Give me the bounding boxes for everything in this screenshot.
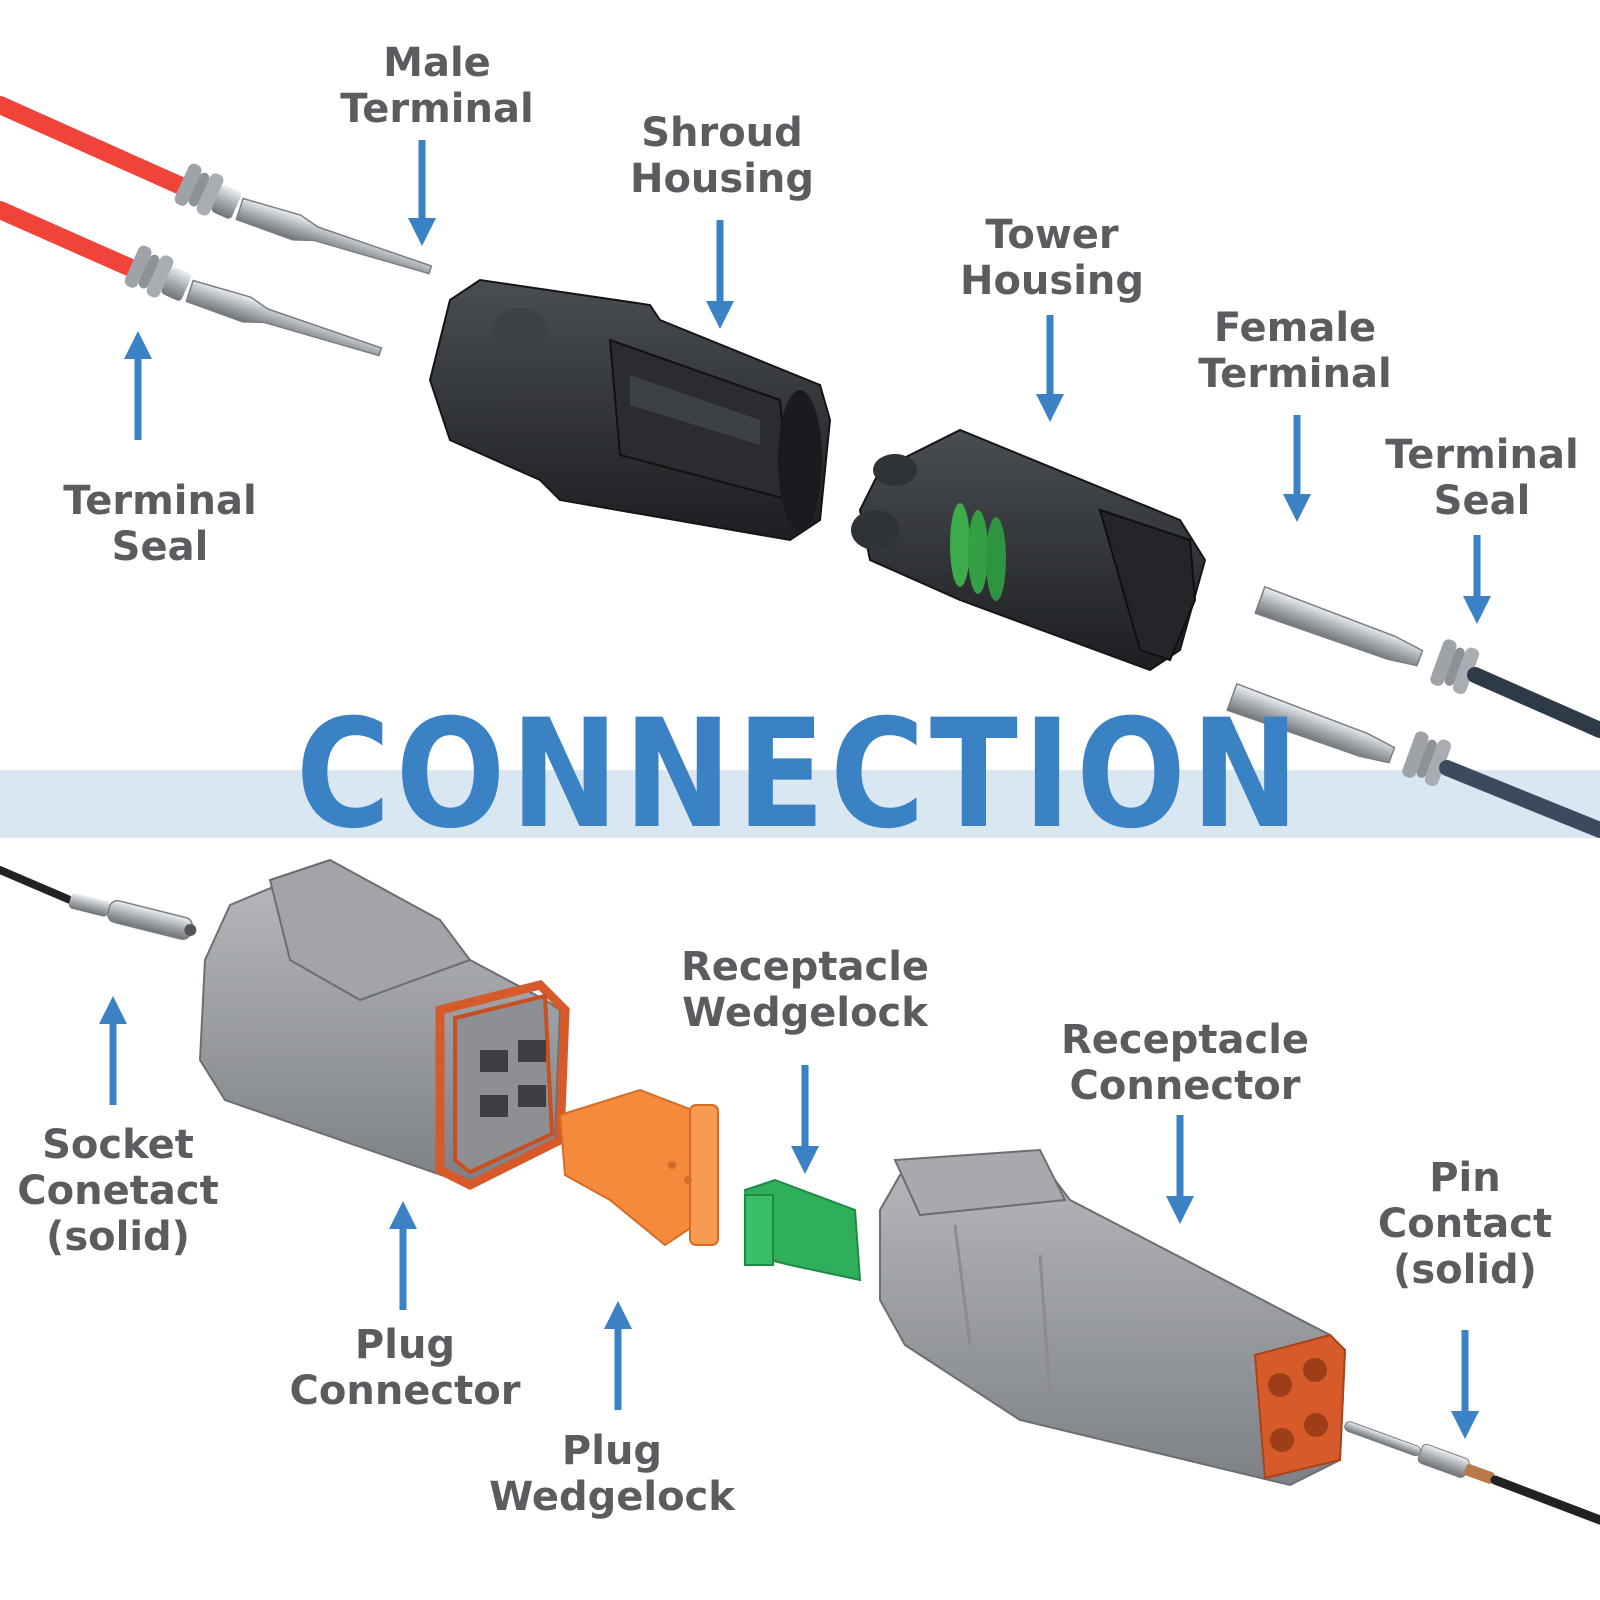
tower-green-seal — [950, 503, 1006, 601]
red-wire-upper — [0, 96, 199, 199]
pin-contact-wire — [1344, 1421, 1600, 1525]
shroud-housing — [428, 278, 832, 542]
title-banner — [0, 770, 1600, 838]
terminal-seal-right-lower — [1402, 731, 1452, 787]
dark-wire-lower — [1439, 760, 1600, 838]
terminal-seal-lower — [124, 245, 192, 301]
tower-housing — [851, 428, 1207, 672]
female-terminal-lower — [1226, 682, 1396, 764]
male-terminal-lower — [185, 279, 383, 357]
terminal-seal-right-upper — [1430, 639, 1480, 695]
receptacle-wedgelock — [743, 1178, 862, 1282]
plug-wedgelock — [558, 1088, 719, 1247]
main-title: CONNECTION — [295, 688, 1305, 862]
female-terminal-upper — [1254, 585, 1424, 667]
terminal-seal-upper — [174, 163, 242, 219]
red-wire-lower — [0, 201, 149, 281]
socket-contact-wire — [0, 866, 197, 940]
receptacle-orange-face — [1253, 1333, 1347, 1480]
plug-connector — [198, 858, 570, 1191]
dark-wire-upper — [1467, 667, 1600, 738]
receptacle-connector — [879, 1148, 1347, 1487]
male-terminal-upper — [235, 197, 433, 275]
